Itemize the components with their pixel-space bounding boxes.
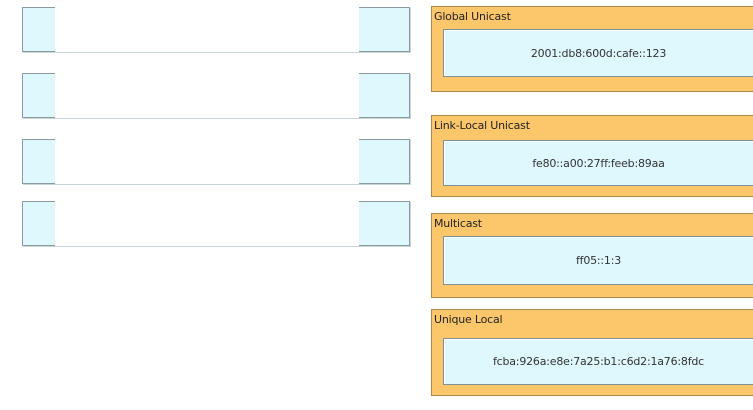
slot-blank-area [55,201,359,246]
answer-text: fe80::a00:27ff:feeb:89aa [532,156,665,170]
category-title: Link-Local Unicast [434,119,530,132]
source-slot-3[interactable] [22,139,410,184]
answer-text: 2001:db8:600d:cafe::123 [530,46,667,60]
slot-blank-area [55,73,359,118]
category-title: Global Unicast [434,10,511,23]
category-link-local-unicast[interactable]: Link-Local Unicast fe80::a00:27ff:feeb:8… [431,115,753,197]
answer-box[interactable]: fcba:926a:e8e:7a25:b1:c6d2:1a76:8fdc [443,338,753,385]
category-title: Unique Local [434,313,503,326]
answer-box[interactable]: fe80::a00:27ff:feeb:89aa [443,140,753,186]
category-title: Multicast [434,217,482,230]
answer-text: ff05::1:3 [575,254,622,267]
category-multicast[interactable]: Multicast ff05::1:3 [431,213,753,298]
slot-blank-area [55,7,359,52]
slot-blank-area [55,139,359,184]
source-slot-2[interactable] [22,73,410,118]
category-global-unicast[interactable]: Global Unicast 2001:db8:600d:cafe::123 [431,6,753,92]
source-slot-1[interactable] [22,7,410,52]
answer-box[interactable]: 2001:db8:600d:cafe::123 [443,29,753,77]
source-slot-4[interactable] [22,201,410,246]
answer-text: fcba:926a:e8e:7a25:b1:c6d2:1a76:8fdc [492,355,705,368]
category-unique-local[interactable]: Unique Local fcba:926a:e8e:7a25:b1:c6d2:… [431,309,753,396]
answer-box[interactable]: ff05::1:3 [443,236,753,285]
